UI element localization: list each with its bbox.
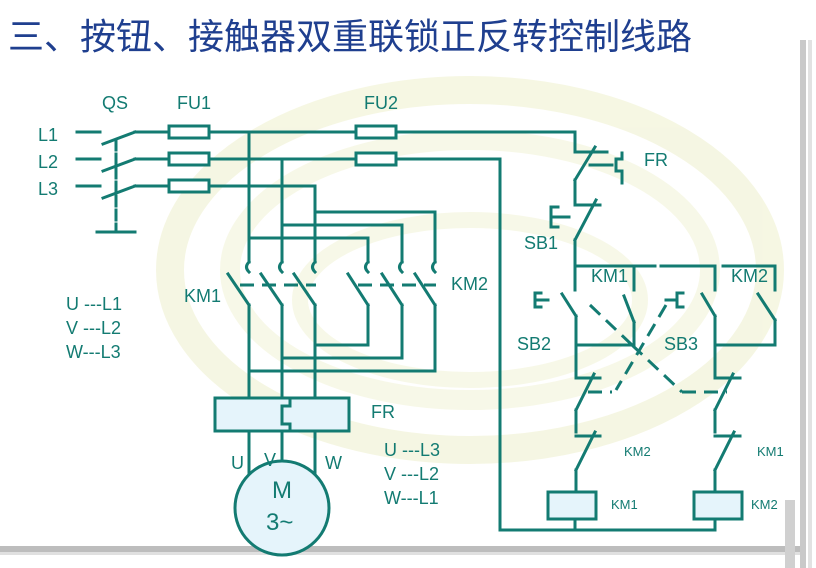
line-label-l1: L1 (38, 125, 58, 145)
motor-terminal-w: W (325, 453, 342, 473)
qs-label: QS (102, 93, 128, 113)
km1-main-label: KM1 (184, 286, 221, 306)
motor-terminal-v: V (264, 450, 276, 470)
km2-main-label: KM2 (451, 274, 488, 294)
page-title: 三、按钮、接触器双重联锁正反转控制线路 (8, 17, 693, 58)
motor-label: M (272, 477, 292, 504)
fu2-label: FU2 (364, 93, 398, 113)
sb2-label: SB2 (517, 334, 551, 354)
reverse-mapping-v: V ---L2 (384, 464, 439, 484)
km1-holding-label: KM1 (591, 266, 628, 286)
km2-holding-label: KM2 (731, 266, 768, 286)
slide-frame (0, 40, 812, 568)
reverse-mapping-w: W---L1 (384, 488, 439, 508)
fu1-label: FU1 (177, 93, 211, 113)
thermal-relay-fr (213, 396, 351, 480)
motor (233, 459, 331, 557)
line-label-l3: L3 (38, 179, 58, 199)
motor-terminal-u: U (231, 453, 244, 473)
motor-phase-label: 3~ (266, 509, 293, 536)
forward-mapping-u: U ---L1 (66, 294, 122, 314)
interlock-km1-label: KM1 (757, 444, 784, 459)
line-label-l2: L2 (38, 152, 58, 172)
interlock-km2-label: KM2 (624, 444, 651, 459)
control-circuit (498, 130, 778, 532)
qs-switch (75, 130, 137, 234)
coil-km1-label: KM1 (611, 497, 638, 512)
forward-mapping-v: V ---L2 (66, 318, 121, 338)
coil-km2-label: KM2 (751, 497, 778, 512)
sb1-label: SB1 (524, 233, 558, 253)
fuse-fu1 (167, 124, 211, 194)
fr-contact-label: FR (644, 150, 668, 170)
fr-main-label: FR (371, 402, 395, 422)
fuse-fu2 (354, 124, 398, 167)
km2-main-contacts (247, 271, 438, 373)
reverse-mapping-u: U ---L3 (384, 440, 440, 460)
forward-mapping-w: W---L3 (66, 342, 121, 362)
km1-main-contacts (225, 271, 318, 397)
background-swirl (156, 76, 784, 464)
main-wiring (245, 130, 438, 275)
sb3-label: SB3 (664, 334, 698, 354)
